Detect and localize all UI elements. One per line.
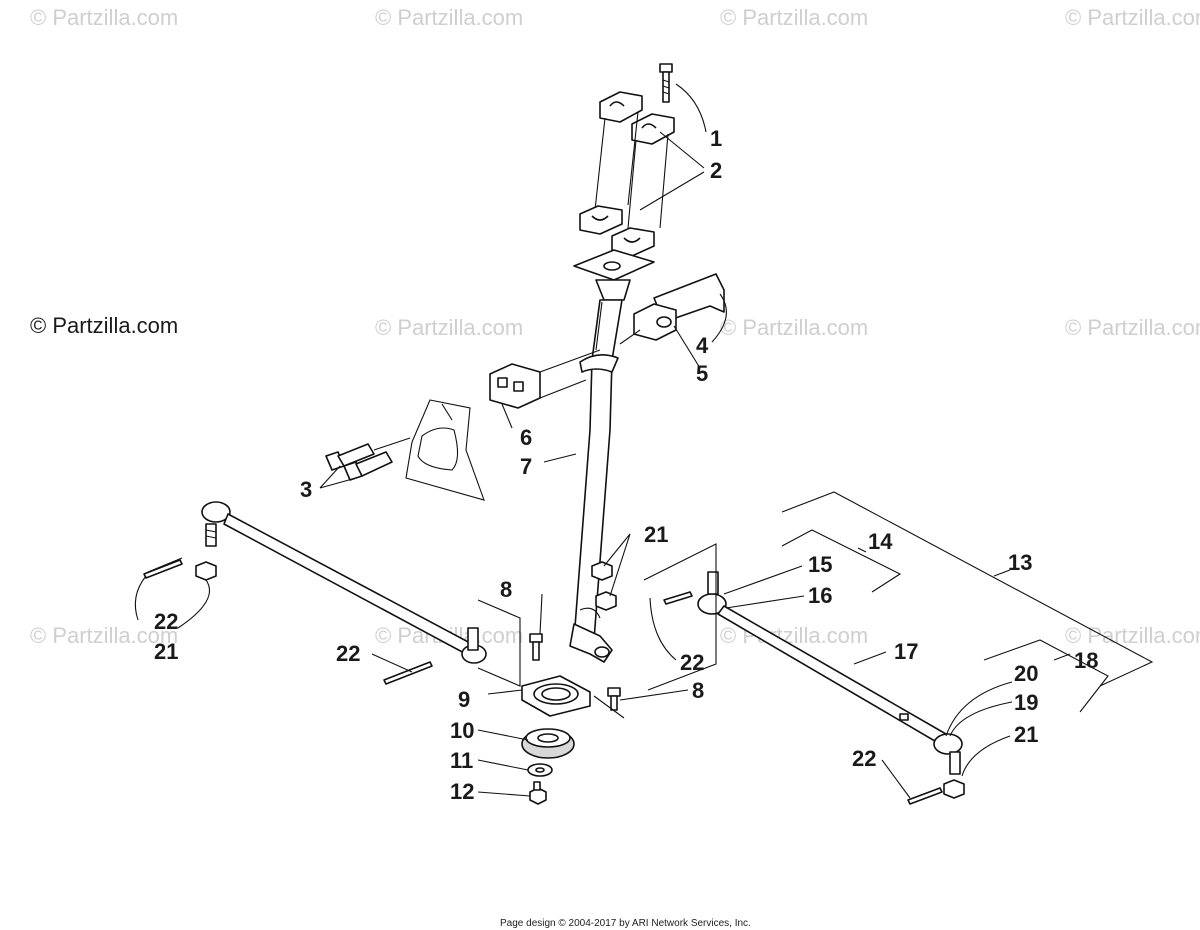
bearing-flange bbox=[521, 675, 591, 717]
callout-3: 3 bbox=[300, 477, 312, 502]
callout-4: 4 bbox=[696, 333, 709, 358]
bearing bbox=[521, 728, 575, 759]
watermark: © Partzilla.com bbox=[1065, 315, 1200, 340]
watermark: © Partzilla.com bbox=[1065, 5, 1200, 30]
steering-arm bbox=[569, 607, 613, 663]
callout-6: 6 bbox=[520, 425, 532, 450]
callout-8: 8 bbox=[500, 577, 512, 602]
footer-copyright: Page design © 2004-2017 by ARI Network S… bbox=[500, 918, 751, 929]
callout-22: 22 bbox=[680, 650, 704, 675]
callout-22: 22 bbox=[852, 746, 876, 771]
callout-14: 14 bbox=[868, 529, 893, 554]
clamp-guide-lines bbox=[594, 111, 669, 229]
steering-post-plate bbox=[573, 249, 655, 301]
steering-bushing-block bbox=[489, 329, 641, 409]
callout-19: 19 bbox=[1014, 690, 1038, 715]
callout-13: 13 bbox=[1008, 550, 1032, 575]
watermark: © Partzilla.com bbox=[375, 315, 523, 340]
watermark-layer: © Partzilla.com © Partzilla.com © Partzi… bbox=[30, 5, 1200, 648]
handlebar-clamp-upper bbox=[599, 91, 675, 145]
callout-15: 15 bbox=[808, 552, 832, 577]
callout-16: 16 bbox=[808, 583, 832, 608]
callout-8: 8 bbox=[692, 678, 704, 703]
callout-1: 1 bbox=[710, 126, 722, 151]
callout-7: 7 bbox=[520, 454, 532, 479]
castle-nuts-center bbox=[591, 561, 617, 611]
callout-2: 2 bbox=[710, 158, 722, 183]
callout-21: 21 bbox=[644, 522, 668, 547]
shoulder-bolts bbox=[325, 437, 411, 481]
leader-lines bbox=[134, 83, 1013, 799]
mount-bolts bbox=[529, 633, 621, 711]
callout-10: 10 bbox=[450, 718, 474, 743]
callout-21: 21 bbox=[154, 639, 178, 664]
callout-9: 9 bbox=[458, 687, 470, 712]
callout-22: 22 bbox=[336, 641, 360, 666]
cotter-pins bbox=[143, 559, 943, 805]
watermark: © Partzilla.com bbox=[720, 315, 868, 340]
partzilla-watermark-main: © Partzilla.com bbox=[30, 313, 178, 338]
callout-12: 12 bbox=[450, 779, 474, 804]
callout-20: 20 bbox=[1014, 661, 1038, 686]
callout-11: 11 bbox=[450, 748, 473, 773]
watermark: © Partzilla.com bbox=[720, 5, 868, 30]
group-bracket-lines bbox=[477, 491, 1154, 719]
watermark: © Partzilla.com bbox=[375, 5, 523, 30]
bottom-nut bbox=[529, 781, 547, 805]
watermark: © Partzilla.com bbox=[30, 623, 178, 648]
handlebar-bolt bbox=[659, 63, 673, 103]
watermark: © Partzilla.com bbox=[30, 5, 178, 30]
handlebar-clamp-lower bbox=[579, 205, 655, 257]
callout-18: 18 bbox=[1074, 648, 1098, 673]
washer bbox=[527, 763, 553, 777]
callout-21: 21 bbox=[1014, 722, 1038, 747]
callout-labels: 1 2 3 4 5 6 7 8 8 9 10 11 12 13 14 15 16… bbox=[154, 126, 1098, 804]
callout-22: 22 bbox=[154, 609, 178, 634]
frame-bracket bbox=[405, 399, 485, 501]
left-tie-rod bbox=[147, 501, 487, 664]
right-tie-rod bbox=[697, 571, 965, 799]
callout-17: 17 bbox=[894, 639, 918, 664]
callout-5: 5 bbox=[696, 361, 708, 386]
upper-bracket bbox=[633, 273, 725, 341]
parts-drawing bbox=[134, 63, 1154, 805]
